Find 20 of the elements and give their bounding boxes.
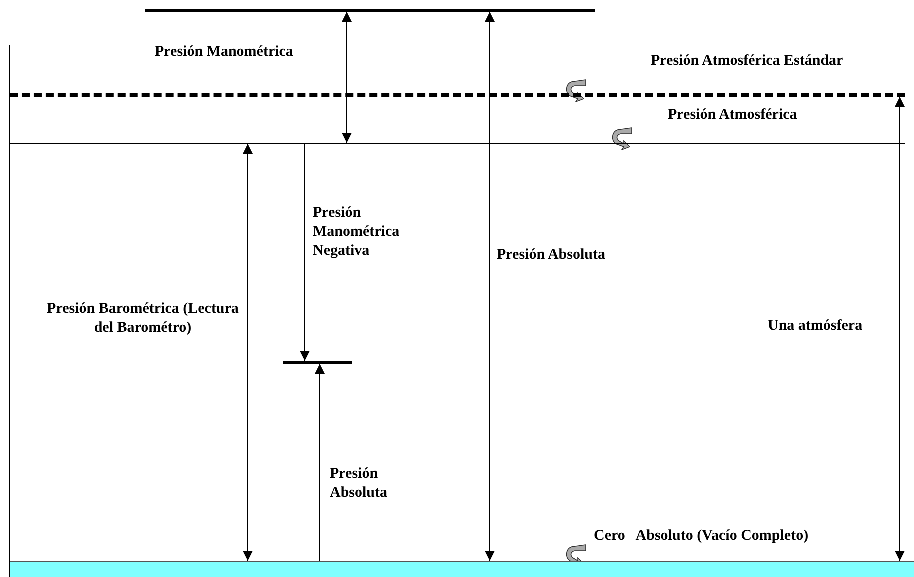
pressure-label: Presión Manométrica Negativa [313,204,401,261]
arrow [315,364,325,562]
arrow [300,144,310,362]
zero-label: Cero Absoluto (Vacío Completo) [594,527,809,546]
pressure-label: Presión Absoluta [497,246,606,265]
pressure-label: Presión Atmosférica [668,106,798,125]
pressure-label: Una atmósfera [768,317,863,336]
double-arrow [895,96,905,562]
pressure-label: Presión Manométrica [155,43,294,62]
vacuum-level-line [283,361,352,364]
pressure-label: Presión Absoluta [330,465,389,503]
pressure-label: Presión Atmosférica Estándar [651,52,844,71]
gauge-level-line [145,9,595,12]
double-arrow [485,12,495,562]
pressure-label: Presión Barométrica (Lectura del Barométro) [46,300,240,338]
absolute-zero-band [10,561,914,577]
atmospheric-level-line [10,143,905,144]
double-arrow [342,12,352,144]
double-arrow [243,144,253,562]
standard-atmosphere-dashed-line [10,93,905,97]
